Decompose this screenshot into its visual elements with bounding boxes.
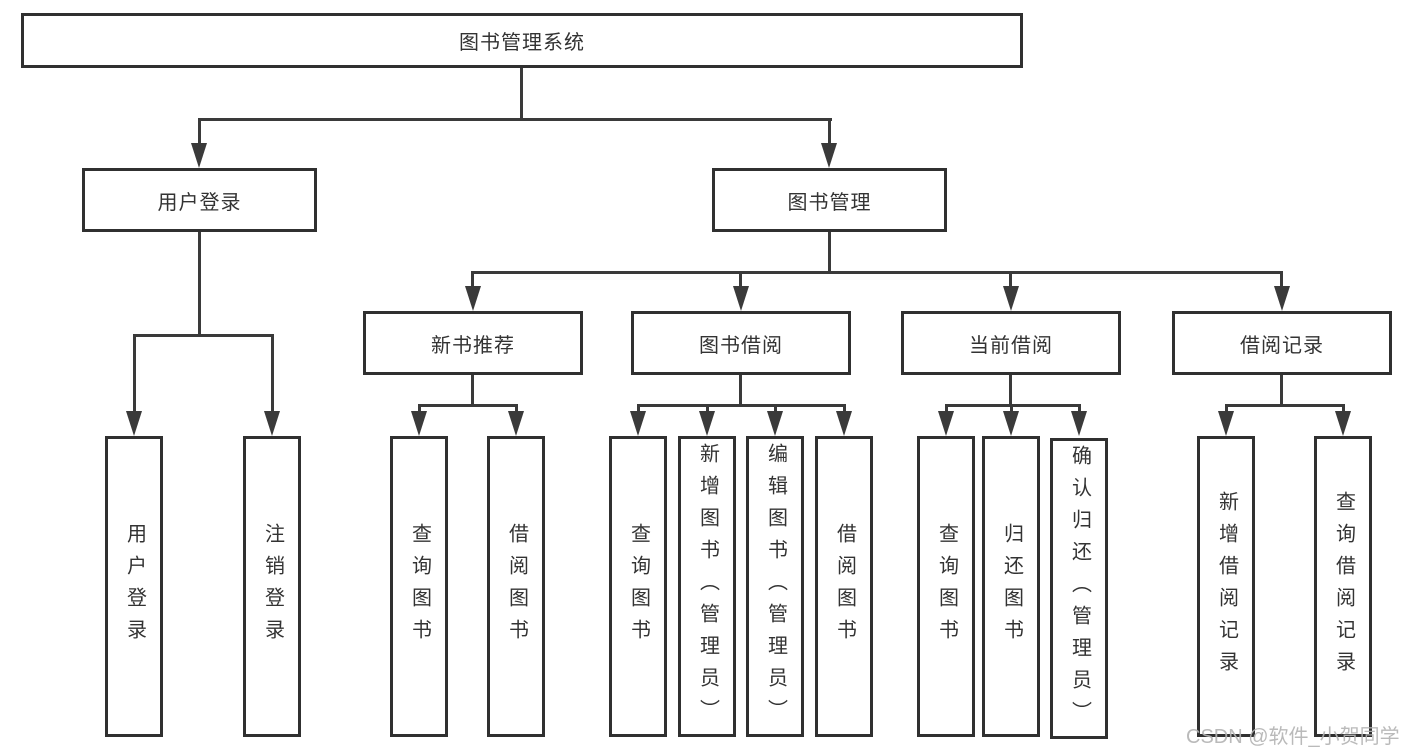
leaf-edit-book-admin: 编辑图书（管理员） [746,436,804,737]
connector-line [739,271,742,289]
connector-line [774,404,777,414]
leaf-query-books-3: 查询图书 [917,436,975,737]
connector-line [471,271,474,289]
arrow-down-icon [938,411,954,436]
connector-line [945,404,1081,407]
leaf-label: 新增借阅记录 [1215,490,1238,683]
leaf-borrow-books-2: 借阅图书 [815,436,873,737]
node-library-management-system: 图书管理系统 [21,13,1023,68]
node-label: 图书管理 [787,191,872,214]
leaf-query-books-1: 查询图书 [390,436,448,737]
node-label: 用户登录 [157,191,242,214]
node-borrowing-records: 借阅记录 [1172,311,1392,375]
arrow-down-icon [264,411,280,436]
leaf-label: 确认归还（管理员） [1068,444,1091,733]
connector-line [1225,404,1228,414]
connector-line [418,404,518,407]
arrow-down-icon [508,411,524,436]
connector-line [1342,404,1345,414]
connector-line [520,66,523,118]
node-user-login: 用户登录 [82,168,317,232]
leaf-add-borrow-record: 新增借阅记录 [1197,436,1255,737]
leaf-label: 编辑图书（管理员） [764,442,787,731]
connector-line [198,118,832,121]
arrow-down-icon [1335,411,1351,436]
leaf-label: 查询借阅记录 [1332,490,1355,683]
leaf-label: 借阅图书 [833,522,856,651]
connector-line [637,404,846,407]
leaf-label: 新增图书（管理员） [696,442,719,731]
connector-line [1280,271,1283,289]
node-label: 借阅记录 [1240,334,1324,357]
leaf-label: 查询图书 [627,522,650,651]
leaf-confirm-return-admin: 确认归还（管理员） [1050,438,1108,739]
arrow-down-icon [465,286,481,311]
node-label: 当前借阅 [969,334,1053,357]
leaf-user-login: 用户登录 [105,436,163,737]
connector-line [828,230,831,272]
connector-line [471,375,474,405]
arrow-down-icon [767,411,783,436]
node-current-borrowing: 当前借阅 [901,311,1121,375]
connector-line [1009,271,1012,289]
node-label: 图书管理系统 [459,32,585,54]
arrow-down-icon [821,143,837,168]
leaf-logout: 注销登录 [243,436,301,737]
arrow-down-icon [699,411,715,436]
leaf-return-book: 归还图书 [982,436,1040,737]
connector-line [945,404,948,414]
connector-line [739,375,742,405]
connector-line [1078,404,1081,414]
connector-line [133,334,274,337]
arrow-down-icon [1071,411,1087,436]
node-book-management: 图书管理 [712,168,947,232]
connector-line [271,334,274,412]
connector-line [1009,375,1012,405]
connector-line [1225,404,1345,407]
csdn-watermark: CSDN @软件_小贺同学 [1186,726,1400,747]
node-label: 新书推荐 [431,334,515,357]
arrow-down-icon [1218,411,1234,436]
node-new-book-recommendation: 新书推荐 [363,311,583,375]
connector-line [198,230,201,335]
arrow-down-icon [1003,411,1019,436]
leaf-query-books-2: 查询图书 [609,436,667,737]
connector-line [515,404,518,414]
arrow-down-icon [836,411,852,436]
leaf-query-borrow-record: 查询借阅记录 [1314,436,1372,737]
connector-line [133,334,136,412]
connector-line [637,404,640,414]
connector-line [706,404,709,414]
connector-line [1280,375,1283,405]
leaf-label: 用户登录 [123,522,146,651]
arrow-down-icon [733,286,749,311]
connector-line [198,118,201,148]
connector-line [1010,404,1013,414]
leaf-borrow-books-1: 借阅图书 [487,436,545,737]
leaf-label: 查询图书 [935,522,958,651]
leaf-label: 借阅图书 [505,522,528,651]
leaf-label: 归还图书 [1000,522,1023,651]
connector-line [843,404,846,414]
arrow-down-icon [1003,286,1019,311]
arrow-down-icon [411,411,427,436]
leaf-add-book-admin: 新增图书（管理员） [678,436,736,737]
leaf-label: 查询图书 [408,522,431,651]
node-label: 图书借阅 [699,334,783,357]
connector-line [472,271,1283,274]
arrow-down-icon [191,143,207,168]
arrow-down-icon [1274,286,1290,311]
arrow-down-icon [630,411,646,436]
leaf-label: 注销登录 [261,522,284,651]
connector-line [418,404,421,414]
connector-line [828,118,831,148]
arrow-down-icon [126,411,142,436]
node-book-borrowing: 图书借阅 [631,311,851,375]
